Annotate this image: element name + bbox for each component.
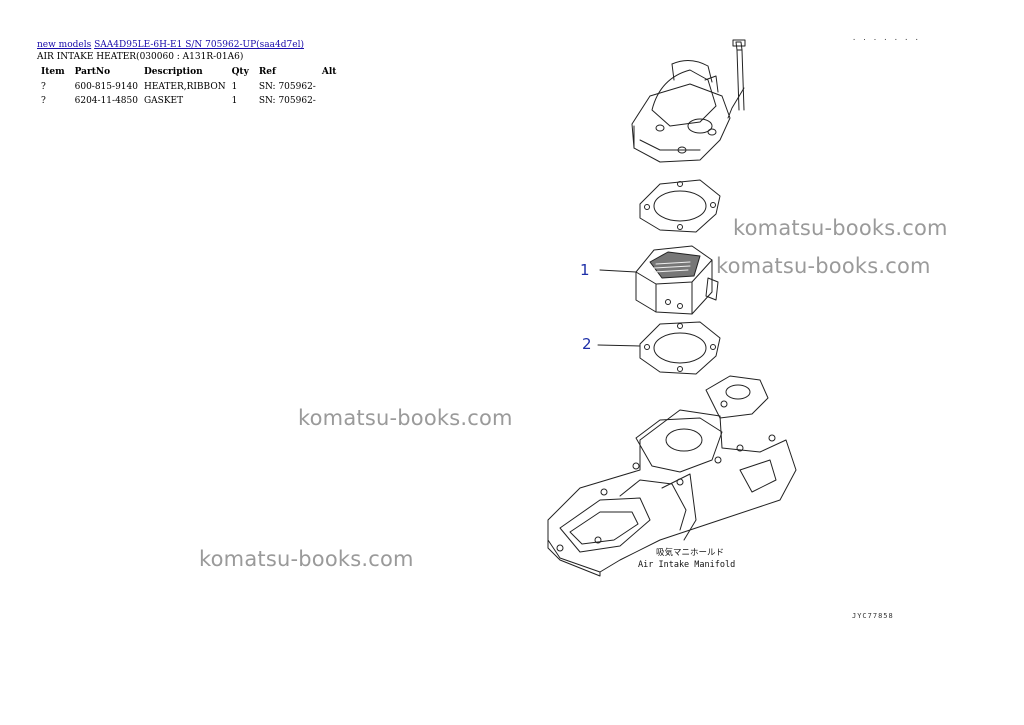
parts-table: Item PartNo Description Qty Ref Alt ? 60… <box>37 66 342 109</box>
drawing-code: JYC77858 <box>852 612 894 620</box>
elbow-housing-drawing <box>631 39 746 163</box>
intake-manifold-drawing <box>547 375 797 577</box>
column-header: Ref <box>258 67 276 77</box>
table-cell-ref: SN: 705962- <box>258 96 316 106</box>
table-cell-item: ? <box>41 96 46 106</box>
callout-1: 1 <box>580 261 590 279</box>
breadcrumb: new models SAA4D95LE-6H-E1 S/N 705962-UP… <box>37 40 304 51</box>
table-cell-ref: SN: 705962- <box>258 82 316 92</box>
table-cell-partno: 600-815-9140 <box>74 82 138 92</box>
table-cell-partno: 6204-11-4850 <box>74 96 138 106</box>
table-cell-qty: 1 <box>231 82 238 92</box>
table-cell-item: ? <box>41 82 46 92</box>
page-title: AIR INTAKE HEATER(030060 : A131R-01A6) <box>37 52 244 62</box>
column-header: Alt <box>321 67 337 77</box>
column-header: Item <box>41 67 65 77</box>
watermark: komatsu-books.com <box>733 216 948 240</box>
watermark: komatsu-books.com <box>716 254 931 278</box>
lower-gasket-drawing <box>597 321 721 375</box>
table-row: ? 6204-11-4850 GASKET 1 SN: 705962- <box>37 95 342 109</box>
top-drawing-code: . . . . . . . <box>852 34 920 42</box>
column-header: PartNo <box>74 67 111 77</box>
table-row: ? 600-815-9140 HEATER,RIBBON 1 SN: 70596… <box>37 81 342 95</box>
table-cell-description: HEATER,RIBBON <box>143 82 226 92</box>
breadcrumb-link-new-models[interactable]: new models <box>37 40 92 50</box>
manifold-caption-english: Air Intake Manifold <box>638 560 735 570</box>
watermark: komatsu-books.com <box>298 406 513 430</box>
column-header: Description <box>143 67 203 77</box>
callout-2: 2 <box>582 335 592 353</box>
table-cell-qty: 1 <box>231 96 238 106</box>
air-intake-heater-drawing <box>599 245 719 315</box>
watermark: komatsu-books.com <box>199 547 414 571</box>
table-cell-description: GASKET <box>143 96 184 106</box>
upper-gasket-drawing <box>639 179 721 233</box>
column-header: Qty <box>231 67 249 77</box>
table-header-row: Item PartNo Description Qty Ref Alt <box>37 66 342 81</box>
breadcrumb-link-model[interactable]: SAA4D95LE-6H-E1 S/N 705962-UP(saa4d7el) <box>94 40 304 50</box>
manifold-caption-japanese: 吸気マニホールド <box>656 547 724 558</box>
